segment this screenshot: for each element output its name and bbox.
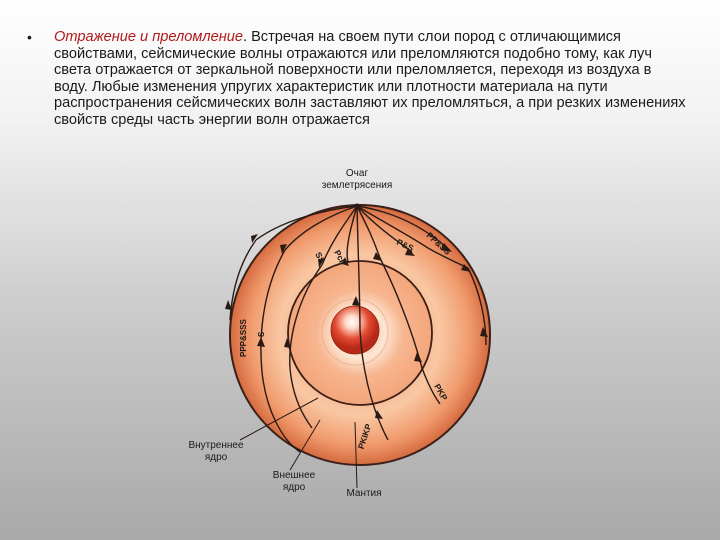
outer-core-label-line2: ядро <box>283 482 306 493</box>
ray-left-1 <box>284 205 358 251</box>
arrowhead <box>441 243 452 252</box>
mantle-label: Мантия <box>346 488 381 499</box>
inner-core-circle <box>330 305 380 355</box>
ray-right-near <box>356 205 381 259</box>
bullet-emphasis: Отражение и преломление <box>54 29 243 45</box>
label-leaders <box>239 397 358 489</box>
seismic-ray-paths <box>229 205 487 453</box>
bullet-paragraph: • Отражение и преломление. Встречая на с… <box>27 29 687 129</box>
focus-label-line2: землетрясения <box>322 180 393 191</box>
ray-pkikp <box>356 205 389 441</box>
arrowhead <box>405 248 415 256</box>
wave-label-s: S <box>257 331 266 337</box>
arrowhead <box>414 352 422 362</box>
arrowhead <box>480 327 488 337</box>
ray-left-3 <box>346 205 358 263</box>
ray-left-2 <box>321 205 358 266</box>
inner-core-label-line1: Внутреннее <box>188 440 244 451</box>
ray-pcp-right <box>356 205 413 253</box>
focus-label-line1: Очаг <box>346 168 369 179</box>
wave-label-pppsss: PPP&SSS <box>239 319 248 357</box>
mantle-leader <box>354 421 358 489</box>
inner-core-leader <box>239 397 319 441</box>
arrowhead <box>373 252 382 261</box>
ray-s <box>289 264 323 429</box>
bullet-marker: • <box>27 29 32 45</box>
ray-left-far <box>229 239 257 321</box>
ray-ppss <box>356 205 448 249</box>
arrowhead <box>375 410 383 419</box>
ray-right-far <box>467 267 487 346</box>
outer-core-leader <box>289 419 321 471</box>
ray-pkp <box>379 257 441 405</box>
arrowhead <box>251 234 258 243</box>
ray-ps-1 <box>356 205 429 249</box>
arrowhead <box>280 244 287 254</box>
ray-arrowheads <box>225 234 488 419</box>
arrowhead <box>225 300 232 310</box>
ray-pppsss <box>260 249 301 453</box>
arrowhead <box>257 337 265 347</box>
bullet-body: . Встречая на своем пути слои пород с от… <box>54 29 686 128</box>
arrowhead <box>318 259 324 268</box>
bullet-text: Отражение и преломление. Встречая на сво… <box>54 29 687 129</box>
arrowhead <box>342 257 349 266</box>
outer-core-label-line1: Внешнее <box>273 470 316 481</box>
arrowhead <box>461 264 471 272</box>
arrowhead <box>352 296 360 306</box>
arrowhead <box>284 338 291 348</box>
ray-left-4 <box>255 205 358 241</box>
inner-core-label-line2: ядро <box>205 452 228 463</box>
wave-label-ss: SS <box>313 250 327 265</box>
